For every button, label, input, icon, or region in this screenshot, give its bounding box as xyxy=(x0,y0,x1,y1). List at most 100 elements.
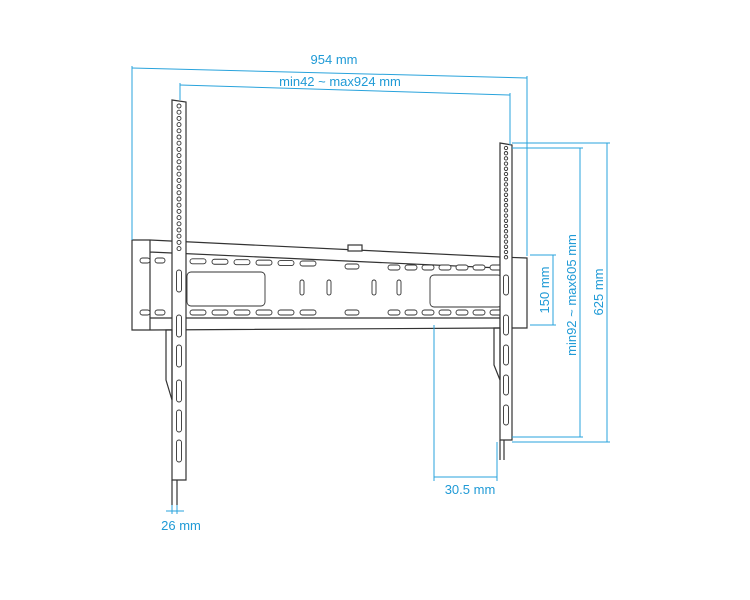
slot xyxy=(176,379,182,403)
hole xyxy=(176,246,182,252)
dimension-plate-height: 150 mm xyxy=(530,254,556,326)
hole xyxy=(503,223,509,229)
slot xyxy=(503,314,509,336)
hole xyxy=(503,203,509,208)
hole xyxy=(176,128,182,134)
hole xyxy=(176,177,182,183)
hole xyxy=(503,249,509,255)
slot xyxy=(211,258,229,265)
hole xyxy=(176,103,182,109)
slot xyxy=(176,409,182,433)
slot xyxy=(503,274,509,296)
slot xyxy=(344,263,360,270)
slot xyxy=(189,309,207,316)
slot xyxy=(438,309,452,316)
arm-spacing-label: min42 ~ max924 mm xyxy=(279,74,401,89)
dimension-wall-depth: 30.5 mm xyxy=(433,325,498,497)
arm-range-label: min92 ~ max605 mm xyxy=(564,234,579,356)
hole xyxy=(503,161,509,166)
slot xyxy=(503,344,509,366)
hole xyxy=(503,171,509,177)
slot xyxy=(472,309,486,316)
right-arm xyxy=(493,142,513,460)
hole xyxy=(176,184,182,190)
slot xyxy=(404,264,418,271)
slot xyxy=(154,309,166,316)
slot xyxy=(189,258,207,265)
slot xyxy=(387,264,401,271)
hole xyxy=(176,227,182,233)
hole xyxy=(176,171,182,177)
slot xyxy=(503,374,509,396)
slot xyxy=(387,309,401,316)
plate-height-label: 150 mm xyxy=(537,267,552,314)
hole xyxy=(176,146,182,152)
slot xyxy=(255,309,273,316)
hole xyxy=(176,233,182,239)
hole xyxy=(176,190,182,196)
slot xyxy=(421,264,435,271)
hole xyxy=(503,213,509,218)
slot xyxy=(139,257,151,264)
slot xyxy=(277,260,295,267)
slot xyxy=(233,309,251,316)
dimension-arm-width: 26 mm xyxy=(161,505,201,533)
slot xyxy=(438,264,452,271)
hole xyxy=(176,122,182,128)
hole xyxy=(503,177,509,182)
slot xyxy=(472,264,486,271)
hole xyxy=(176,215,182,221)
slot xyxy=(299,309,317,316)
hole xyxy=(176,115,182,121)
slot xyxy=(503,404,509,426)
hole xyxy=(176,208,182,214)
dimension-arm-spacing: min42 ~ max924 mm xyxy=(179,74,511,145)
slot xyxy=(211,309,229,316)
hole xyxy=(503,187,509,192)
slot xyxy=(299,260,317,267)
wall-depth-label: 30.5 mm xyxy=(445,482,496,497)
overall-width-label: 954 mm xyxy=(311,52,358,67)
hole xyxy=(503,182,509,187)
slot xyxy=(404,309,418,316)
hole xyxy=(503,197,509,203)
hole xyxy=(176,140,182,146)
hole xyxy=(503,239,509,244)
hole xyxy=(176,221,182,227)
hole xyxy=(176,165,182,171)
hole xyxy=(503,192,509,197)
hole xyxy=(503,208,509,213)
slot xyxy=(421,309,435,316)
hole xyxy=(176,196,182,202)
slot xyxy=(233,259,251,266)
slot xyxy=(255,259,273,266)
arm-width-label: 26 mm xyxy=(161,518,201,533)
hole xyxy=(503,229,509,234)
hole xyxy=(503,166,509,171)
dimension-arm-length: 625 mm xyxy=(512,142,610,443)
slot xyxy=(455,264,469,271)
slot xyxy=(176,344,182,368)
dimension-overall-width: 954 mm xyxy=(131,52,528,256)
hole xyxy=(176,239,182,245)
hole xyxy=(503,218,509,223)
hole xyxy=(176,153,182,159)
hole xyxy=(503,151,509,156)
hole xyxy=(503,145,509,151)
slot xyxy=(154,257,166,264)
slot xyxy=(455,309,469,316)
hole xyxy=(503,234,509,239)
slot xyxy=(139,309,151,316)
slot xyxy=(344,309,360,316)
hole xyxy=(176,202,182,208)
hole xyxy=(503,255,509,260)
hole xyxy=(503,156,509,161)
left-arm xyxy=(165,99,187,505)
wall-plate xyxy=(131,239,528,331)
hole xyxy=(176,109,182,115)
hole xyxy=(503,244,509,249)
slot xyxy=(176,269,182,293)
dimension-arm-range: min92 ~ max605 mm xyxy=(512,147,583,438)
arm-length-label: 625 mm xyxy=(591,269,606,316)
